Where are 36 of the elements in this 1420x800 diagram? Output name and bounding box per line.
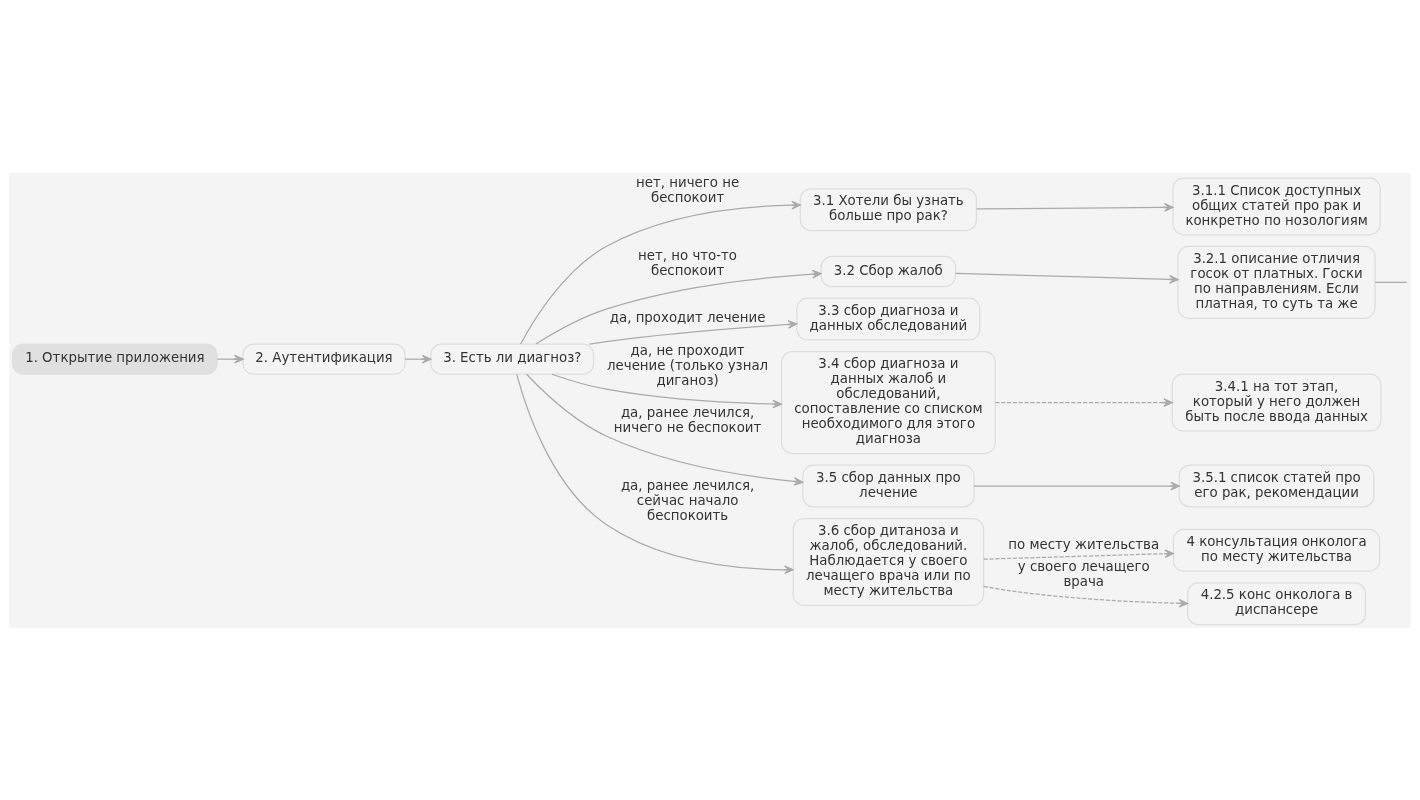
arrow xyxy=(525,373,804,486)
arrow xyxy=(516,373,794,574)
node-box: 3.1 Хотели бы узнать больше про рак? xyxy=(799,187,978,231)
arrow xyxy=(973,481,1180,490)
arrow xyxy=(535,269,822,345)
arrow xyxy=(588,319,798,345)
node-box: 3.6 сбор дитаноза и жалоб, обследований. Наблюдается у своего лечащего врача или по месту жительства xyxy=(792,517,985,606)
edge-label: нет, ничего не беспокоит xyxy=(636,174,740,205)
edge-label: нет, но что-то беспокоит xyxy=(638,247,738,278)
edge-label: да, ранее лечился, сейчас начало беспокоить xyxy=(620,477,755,523)
arrow xyxy=(983,585,1189,608)
node-box: 3.4.1 на тот этап, который у него должен быть после ввода данных xyxy=(1171,373,1382,432)
node-box: 3.2 Сбор жалоб xyxy=(820,255,957,287)
edge-label: по месту жительства xyxy=(1008,536,1160,552)
node-box: 3.5 сбор данных про лечение xyxy=(802,464,975,508)
arrow xyxy=(994,397,1173,407)
node-box: 1. Открытие приложения xyxy=(11,343,218,375)
edge-label: да, ранее лечился, ничего не беспокоит xyxy=(613,404,762,435)
node-box: 3. Есть ли диагноз? xyxy=(430,343,595,375)
arrow xyxy=(955,272,1179,284)
edge-label: да, не проходит лечение (только узнал диганоз) xyxy=(607,342,769,388)
arrow xyxy=(520,200,801,345)
node-box: 4.2.5 конс онколога в диспансере xyxy=(1187,581,1367,625)
node-box: 2. Аутентификация xyxy=(242,343,406,375)
edge-label: у своего лечащего врача xyxy=(1017,558,1150,589)
arrow xyxy=(976,202,1174,212)
connector xyxy=(1374,281,1408,283)
edge-label: да, проходит лечение xyxy=(609,309,766,325)
arrow xyxy=(551,373,782,408)
node-box: 4 консультация онколога по месту жительства xyxy=(1172,528,1381,572)
arrow xyxy=(983,548,1174,560)
node-box: 3.5.1 список статей про его рак, рекомендации xyxy=(1178,464,1375,508)
node-box: 3.2.1 описание отличия госок от платных. Госки по направлениям. Если платная, то суть та же xyxy=(1177,245,1376,319)
node-box: 3.3 сбор диагноза и данных обследований xyxy=(796,297,981,341)
node-box: 3.1.1 Список доступных общих статей про рак и конкретно по нозологиям xyxy=(1172,176,1381,235)
node-box: 3.4 сбор диагноза и данных жалоб и обследований, сопоставление со списком необходимого для этого диагноза xyxy=(780,350,996,454)
